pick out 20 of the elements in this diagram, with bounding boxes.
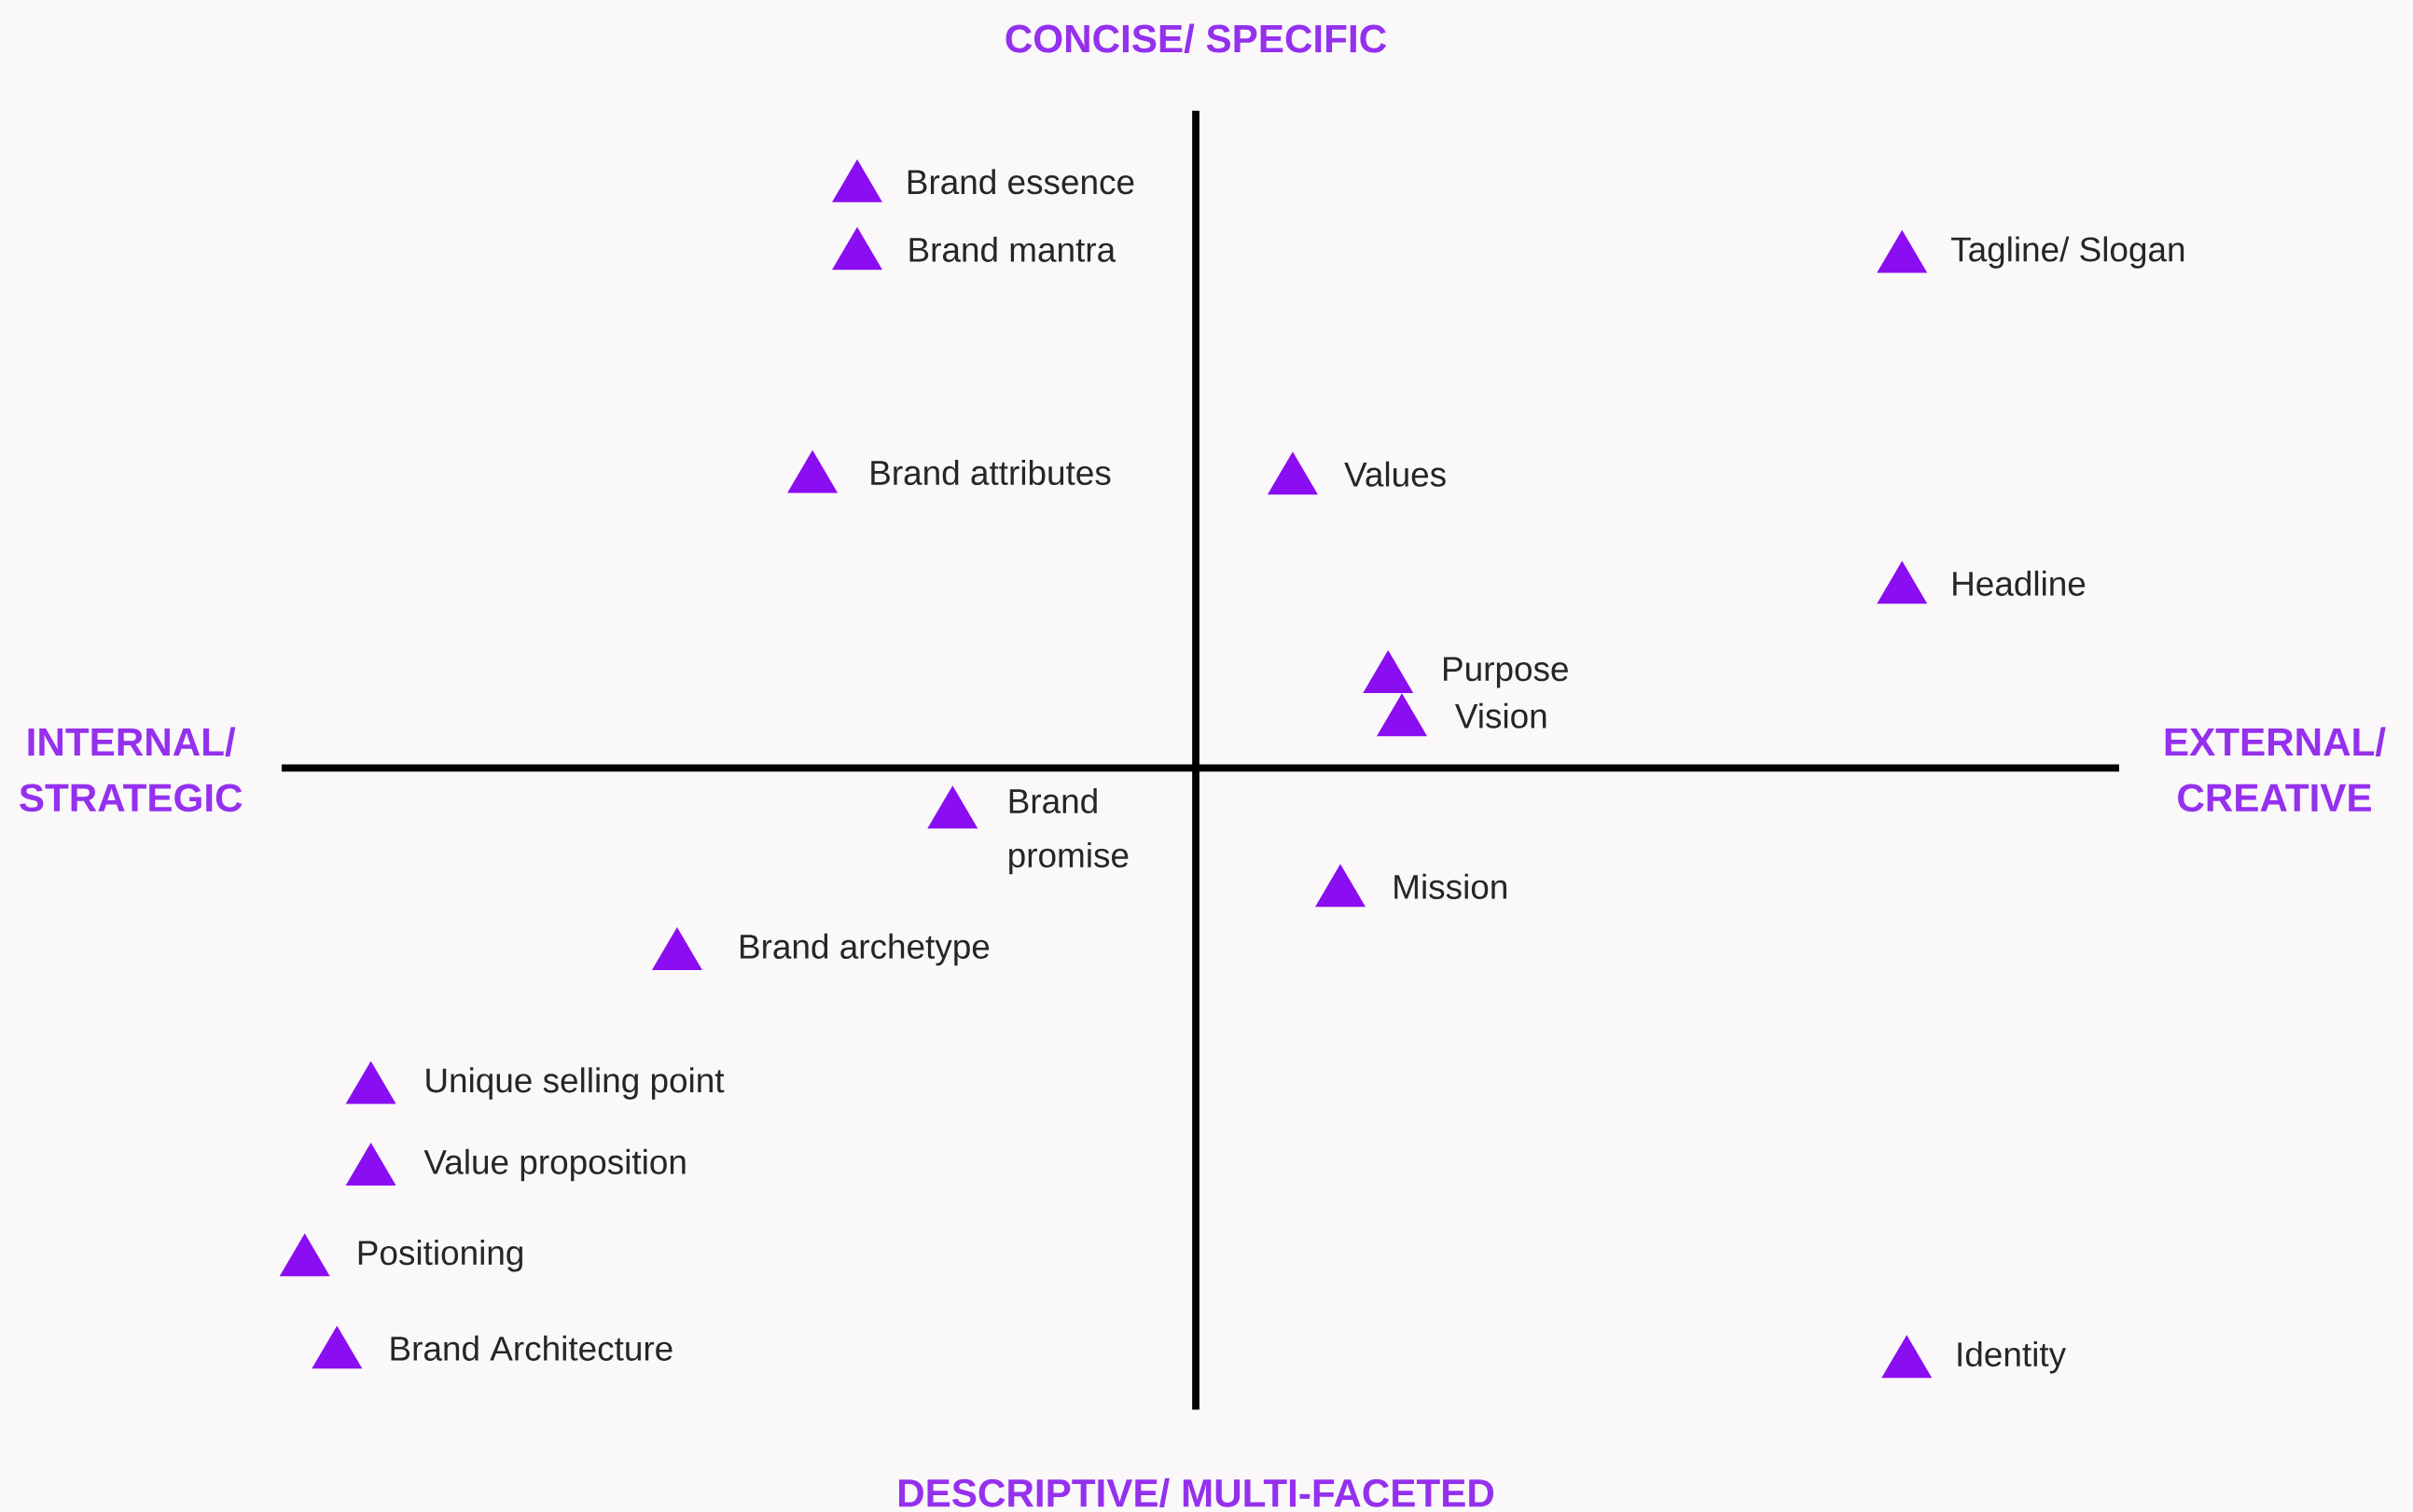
axis-title: INTERNAL/ STRATEGIC: [20, 727, 243, 812]
point-label: Identity: [1958, 1341, 2066, 1374]
point-label: Brand attributes: [871, 459, 1111, 486]
point-label: Brand archetype: [741, 933, 990, 966]
point-label: Positioning: [358, 1240, 522, 1272]
axis-title: CONCISE/ SPECIFIC: [1005, 23, 1386, 53]
point-label: Brand promise: [1009, 787, 1129, 875]
point-label: Headline: [1953, 570, 2086, 596]
point-label: Unique selling point: [426, 1067, 725, 1100]
axis-title: DESCRIPTIVE/ MULTI-FACETED: [899, 1477, 1494, 1508]
point-label: Tagline/ Slogan: [1950, 236, 2184, 269]
point-label: Purpose: [1444, 657, 1568, 688]
point-label: Brand mantra: [909, 236, 1116, 262]
point-label: Brand Architecture: [391, 1335, 673, 1361]
point-label: Vision: [1455, 702, 1546, 728]
point-label: Brand essence: [908, 169, 1134, 195]
point-label: Value proposition: [423, 1148, 686, 1182]
point-label: Mission: [1394, 873, 1506, 899]
axis-title: EXTERNAL/ CREATIVE: [2165, 727, 2386, 812]
point-label: Values: [1344, 461, 1446, 487]
